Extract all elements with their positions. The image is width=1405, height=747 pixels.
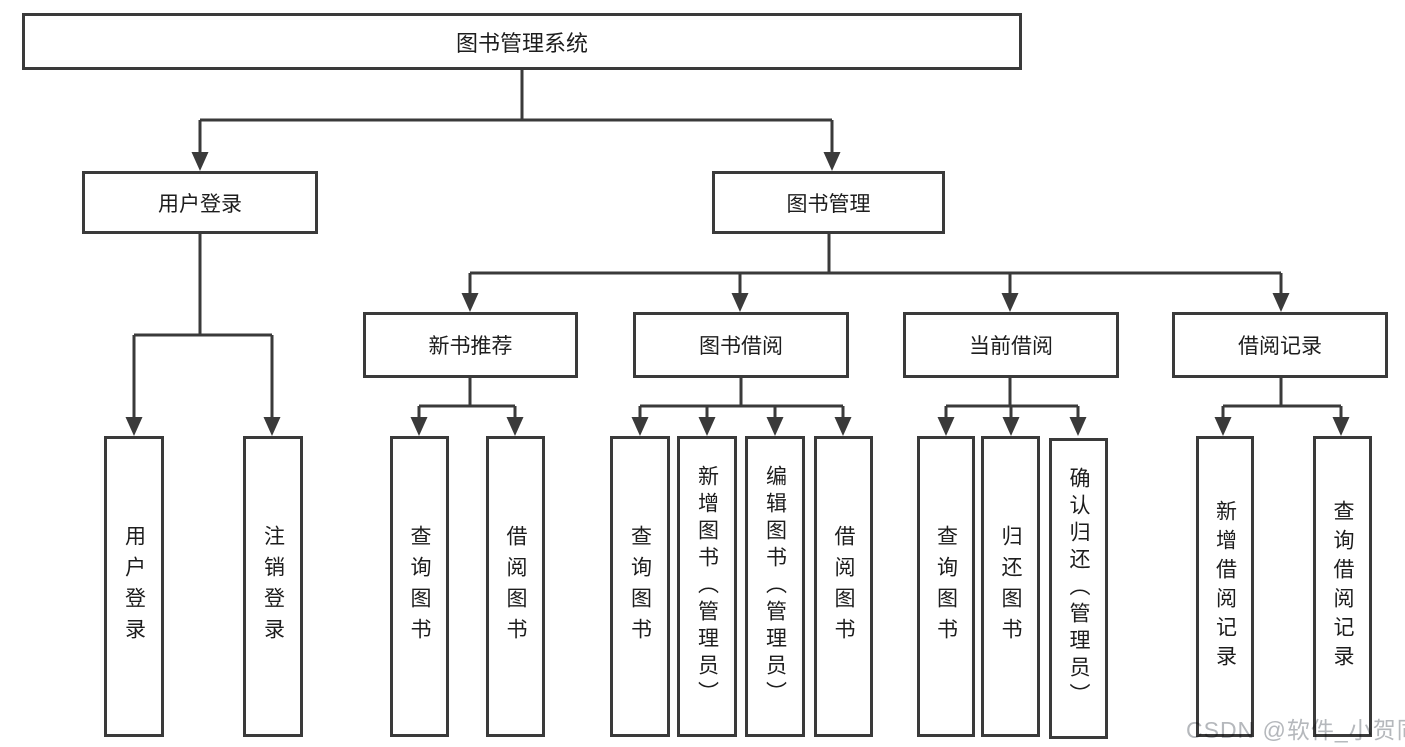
node-label: 归还图书 xyxy=(999,524,1022,649)
node-label: 新增借阅记录 xyxy=(1213,499,1237,674)
node-borrow-books-1: 借阅图书 xyxy=(486,436,545,737)
node-book-management: 图书管理 xyxy=(712,171,945,234)
node-label: 编辑图书（管理员） xyxy=(763,465,787,708)
node-add-borrow-record: 新增借阅记录 xyxy=(1196,436,1254,737)
node-user-login: 用户登录 xyxy=(82,171,318,234)
node-return-books: 归还图书 xyxy=(981,436,1040,737)
node-label: 图书管理 xyxy=(786,192,871,216)
node-label: 借阅图书 xyxy=(832,524,855,649)
node-label: 当前借阅 xyxy=(969,335,1053,358)
node-edit-books-admin: 编辑图书（管理员） xyxy=(745,436,805,737)
node-confirm-return-admin: 确认归还（管理员） xyxy=(1049,438,1108,739)
node-label: 新增图书（管理员） xyxy=(695,465,719,708)
node-query-books-2: 查询图书 xyxy=(610,436,670,737)
node-book-borrowing: 图书借阅 xyxy=(633,312,849,378)
node-label: 新书推荐 xyxy=(428,335,513,358)
node-label: 查询图书 xyxy=(628,524,652,649)
node-label: 确认归还（管理员） xyxy=(1067,467,1090,710)
node-label: 借阅图书 xyxy=(504,524,527,649)
csdn-watermark: CSDN @软件_小贺同学 xyxy=(1186,717,1405,743)
arrowheads xyxy=(125,152,1350,436)
node-add-books-admin: 新增图书（管理员） xyxy=(677,436,737,737)
node-query-books-3: 查询图书 xyxy=(917,436,975,737)
node-borrow-books-2: 借阅图书 xyxy=(814,436,873,737)
node-label: 查询图书 xyxy=(934,524,958,649)
node-new-book-recommend: 新书推荐 xyxy=(363,312,578,378)
node-query-borrow-record: 查询借阅记录 xyxy=(1313,436,1372,737)
node-label: 用户登录 xyxy=(158,192,242,216)
node-query-books-1: 查询图书 xyxy=(390,436,449,737)
node-user-login-leaf: 用户登录 xyxy=(104,436,164,737)
node-borrowing-records: 借阅记录 xyxy=(1172,312,1388,378)
node-label: 用户登录 xyxy=(122,524,146,649)
node-label: 查询图书 xyxy=(408,524,431,649)
node-current-borrowing: 当前借阅 xyxy=(903,312,1119,378)
node-label: 注销登录 xyxy=(261,524,285,649)
node-library-management-system: 图书管理系统 xyxy=(22,13,1022,70)
node-label: 借阅记录 xyxy=(1238,335,1322,358)
node-label: 图书借阅 xyxy=(699,335,783,358)
node-label: 图书管理系统 xyxy=(455,30,588,56)
node-label: 查询借阅记录 xyxy=(1331,499,1354,674)
node-logout: 注销登录 xyxy=(243,436,303,737)
